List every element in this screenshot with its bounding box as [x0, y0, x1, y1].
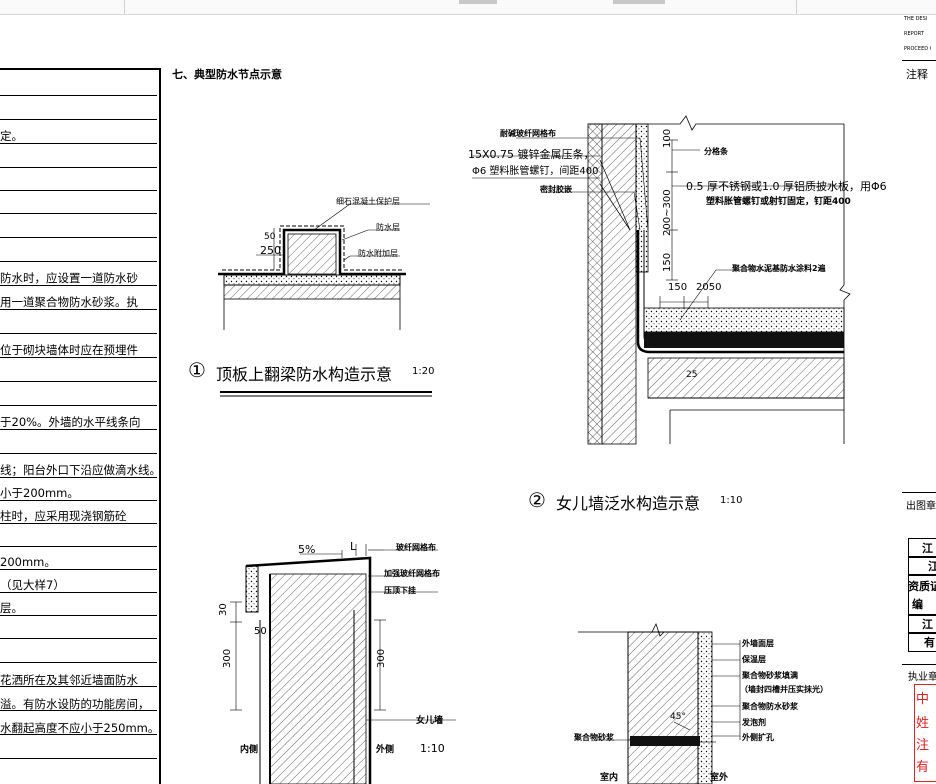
stamp-char: 中 — [916, 692, 930, 707]
rb-out-label: 出图章 — [906, 501, 936, 512]
note-line: 线；阳台外口下沿应做滴水线。 — [0, 463, 161, 477]
notes-table-frame — [0, 68, 161, 784]
d3-dim-300a: 300 — [222, 648, 233, 668]
d3-wall-label: 女儿墙 — [416, 716, 444, 726]
stamp-char: 有 — [916, 760, 930, 775]
stamp-char: 注 — [916, 738, 930, 753]
detail-drawings — [218, 115, 851, 784]
detail2-drawing — [472, 115, 851, 445]
detail4-drawing — [578, 622, 741, 784]
note-line: 于20%。外墙的水平线条向 — [0, 415, 141, 429]
viewer-toolbar — [0, 0, 936, 15]
d4-l4: （墙封四槽并压实抹光） — [740, 685, 828, 694]
d2-sheet2-label: 塑料胀管螺钉或射钉固定，钉距400 — [706, 197, 851, 207]
note-line: 防水时，应设置一道防水砂 — [0, 271, 138, 285]
stamp-char: 姓 — [916, 716, 930, 731]
note-line: 小于200mm。 — [0, 486, 79, 500]
d3-drip-label: 压顶下挂 — [384, 586, 416, 595]
notes-table-top — [0, 68, 159, 70]
note-line: 水翻起高度不应小于250mm。 — [0, 721, 160, 735]
note-line: 柱时，应采用现浇钢筋砼 — [0, 509, 127, 523]
note-line: 200mm。 — [0, 555, 56, 569]
d3-slope: 5% — [298, 543, 316, 556]
note-line: 花洒所在及其邻近墙面防水 — [0, 673, 138, 687]
d1-caption-num: ① — [188, 358, 206, 382]
d2-strip-label: 15X0.75 镀锌金属压条， — [468, 148, 595, 161]
d4-l2: 保温层 — [742, 655, 766, 664]
section-title: 七、典型防水节点示意 — [172, 68, 282, 81]
d4-l1: 外墙面层 — [742, 639, 774, 648]
d3-dim-30: 30 — [218, 603, 229, 616]
d2-mesh-label: 耐碱玻纤网格布 — [500, 129, 556, 138]
d2-dim-150b: 150 — [668, 282, 688, 293]
d2-coating-label: 聚合物水泥基防水涂料2遍 — [732, 264, 826, 273]
d1-dim-250: 250 — [260, 244, 281, 257]
exec-stamp — [914, 684, 936, 782]
d2-sheet1-label: 0.5 厚不锈钢或1.0 厚铝质披水板，用Φ6 — [686, 180, 887, 193]
d2-dim-200: 200~300 — [662, 189, 673, 236]
toolbar-tab[interactable] — [613, 0, 665, 4]
d2-caption-num: ② — [528, 488, 546, 512]
note-line: 位于砌块墙体时应在预埋件 — [0, 343, 138, 357]
d2-seal-label: 密封胶嵌 — [540, 185, 572, 194]
d3-mesh-label: 玻纤网格布 — [396, 543, 436, 552]
note-line: 溢。有防水设防的功能房间， — [0, 697, 150, 711]
d1-layer-label: 防水层 — [376, 223, 400, 232]
rb-cell-text: 江 — [928, 560, 936, 573]
d4-l3: 聚合物砂浆填满 — [742, 671, 798, 680]
d2-dim-25: 25 — [686, 370, 698, 380]
d4-left: 聚合物砂浆 — [574, 733, 614, 742]
d4-indoor: 室内 — [600, 773, 619, 783]
d3-scale: 1:10 — [420, 742, 445, 755]
d2-caption: 女儿墙泛水构造示意 — [556, 494, 701, 513]
toolbar-separator — [796, 0, 797, 14]
rb-exec-label: 执业章 — [908, 672, 936, 683]
d3-outer-label: 外侧 — [376, 745, 395, 755]
d3-inner-label: 内侧 — [240, 745, 259, 755]
rb-cell-text: 编 — [912, 598, 923, 611]
d1-dim-50: 50 — [264, 232, 276, 242]
note-line: 层。 — [0, 601, 23, 615]
toolbar-separator — [124, 0, 125, 14]
d4-l5: 聚合物防水砂浆 — [742, 702, 798, 711]
d3-dim-300b: 300 — [376, 648, 387, 668]
d4-l6: 发泡剂 — [742, 718, 766, 727]
d1-extra-label: 防水附加层 — [358, 249, 398, 258]
detail3-drawing — [230, 544, 456, 784]
d1-caption: 顶板上翻梁防水构造示意 — [216, 365, 393, 384]
note-line: 定。 — [0, 129, 23, 143]
rb-header: PROCEED I — [904, 46, 932, 52]
rb-header: REPORT — [904, 31, 924, 37]
note-line: （见大样7） — [0, 578, 65, 592]
d1-scale: 1:20 — [412, 366, 435, 377]
d1-protect-label: 细石混凝土保护层 — [336, 197, 400, 206]
rb-cell-text: 江 — [922, 542, 933, 555]
d2-dim-150: 150 — [662, 252, 673, 272]
detail1-drawing — [218, 203, 432, 397]
d3-dim-50: 50 — [254, 626, 267, 637]
rb-notes-label: 注释 — [906, 68, 928, 81]
rb-cell-text: 江 — [922, 618, 933, 631]
rb-header: THE DESI — [904, 16, 928, 22]
d2-nail-label: Φ6 塑料胀管螺钉，间距400 — [472, 166, 599, 177]
d3-mesh2-label: 加强玻纤网格布 — [384, 569, 440, 578]
d2-joint-label: 分格条 — [704, 147, 728, 156]
d2-dim-2050: 2050 — [696, 282, 722, 293]
d3-L: L — [350, 540, 357, 553]
d2-dim-100: 100 — [662, 128, 673, 148]
toolbar-tab[interactable] — [459, 0, 497, 4]
rb-cell-text: 资质证 — [908, 580, 936, 593]
d4-outdoor: 室外 — [710, 773, 729, 783]
note-line: 用一道聚合物防水砂浆。执 — [0, 295, 138, 309]
d4-l7: 外侧扩孔 — [742, 733, 774, 742]
d4-angle: 45° — [670, 712, 686, 722]
rb-cell-text: 有 — [924, 636, 935, 649]
d2-scale: 1:10 — [720, 495, 743, 506]
